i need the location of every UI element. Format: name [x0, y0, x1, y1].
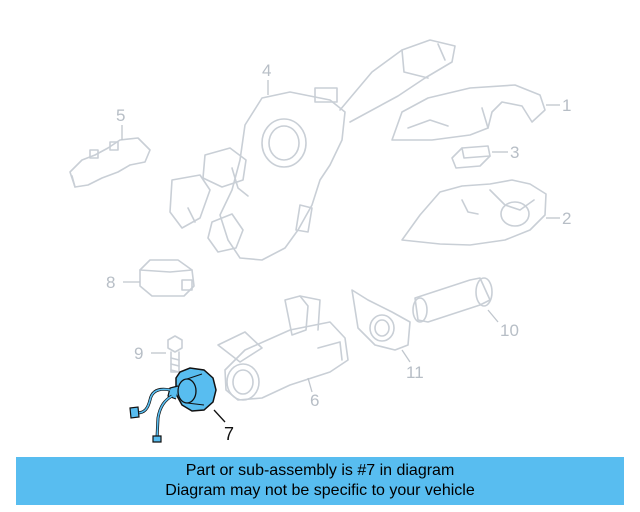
callout-7: 7	[224, 424, 234, 444]
part-3-switch	[451, 145, 491, 169]
leader-10	[487, 309, 499, 323]
part-10-ignition-cylinder	[412, 277, 493, 323]
part-7-ignition-switch-highlighted	[129, 367, 217, 443]
leader-11	[401, 349, 411, 363]
leader-6	[307, 377, 313, 393]
callout-9: 9	[134, 344, 143, 363]
part-1-upper-column-cover	[391, 84, 546, 141]
leader-7	[213, 409, 226, 423]
callout-2: 2	[562, 209, 571, 228]
callout-1: 1	[562, 96, 571, 115]
banner-line-part-number: Part or sub-assembly is #7 in diagram	[185, 462, 455, 479]
part-6-lock-housing	[217, 295, 349, 401]
part-9-bolt	[167, 335, 183, 373]
part-2-lower-column-cover	[401, 179, 547, 246]
callout-10: 10	[500, 321, 519, 340]
part-4-combination-switch	[169, 39, 456, 261]
part-5-bracket	[69, 137, 151, 188]
callout-8: 8	[106, 273, 115, 292]
part-8-module	[139, 259, 195, 297]
part-11-trim-ring	[351, 289, 411, 351]
banner-line-disclaimer: Diagram may not be specific to your vehi…	[165, 482, 475, 499]
callout-6: 6	[310, 391, 319, 410]
part-info-banner: Part or sub-assembly is #7 in diagram Di…	[16, 457, 624, 505]
callout-4: 4	[262, 61, 271, 80]
callout-11: 11	[406, 363, 424, 382]
callout-3: 3	[510, 143, 519, 162]
callout-5: 5	[116, 106, 125, 125]
